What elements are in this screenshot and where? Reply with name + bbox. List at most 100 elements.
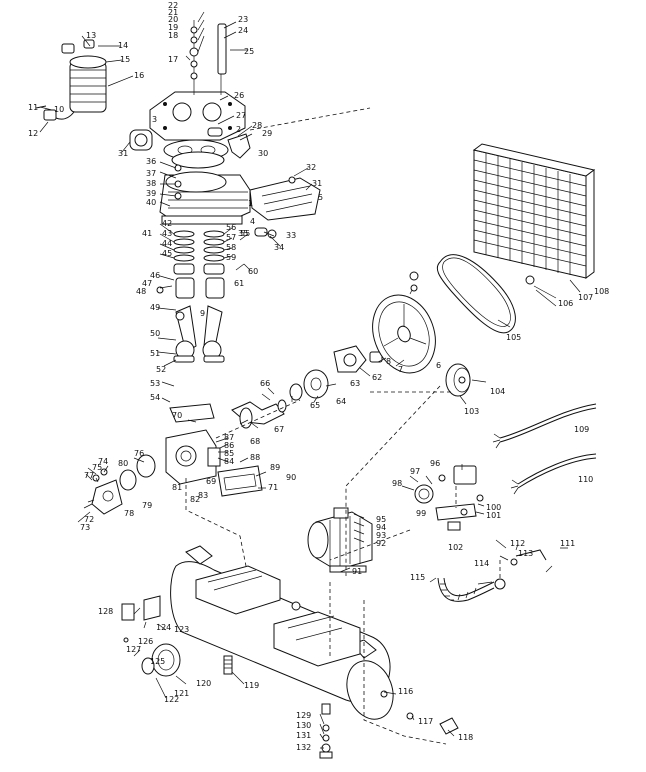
callout-107: 107 [578,293,593,302]
callout-116: 116 [398,687,413,696]
callout-23: 23 [238,15,248,24]
callout-39: 39 [146,189,156,198]
callout-123: 123 [174,625,189,634]
callout-66: 66 [260,379,270,388]
callout-26: 26 [234,91,244,100]
callout-118: 118 [458,733,473,742]
callout-30: 30 [258,149,268,158]
callout-62: 62 [372,373,382,382]
callout-72: 72 [84,515,94,524]
callout-11: 11 [28,103,38,112]
callout-21: 21 [168,8,178,17]
callout-126: 126 [138,637,153,646]
callout-61: 61 [234,279,244,288]
callout-45: 45 [162,249,172,258]
gasket-plate [217,465,263,497]
callout-60: 60 [248,267,258,276]
callout-31a: 31 [118,149,128,158]
callout-24: 24 [238,26,248,35]
callout-97: 97 [410,467,420,476]
cable-hose-109 [492,403,597,449]
cable-hose-110 [510,453,597,495]
callout-13: 13 [86,31,96,40]
callout-51: 51 [150,349,160,358]
callout-2: 2 [236,125,241,134]
callout-53: 53 [150,379,160,388]
callout-93: 93 [376,531,386,540]
callout-120: 120 [196,679,211,688]
callout-33: 33 [286,231,296,240]
callout-42: 42 [162,219,172,228]
callout-54: 54 [150,393,160,402]
callout-15: 15 [120,55,130,64]
callout-128: 128 [98,607,113,616]
callout-75: 75 [92,463,102,472]
callout-34: 34 [274,243,284,252]
callout-110: 110 [578,475,593,484]
callout-86: 86 [224,441,234,450]
callout-50: 50 [150,329,160,338]
callout-20: 20 [168,15,178,24]
foot-bracket [121,595,161,643]
callout-36: 36 [146,157,156,166]
callout-76: 76 [134,449,144,458]
callout-119: 119 [244,681,259,690]
callout-111: 111 [560,539,575,548]
callout-14: 14 [118,41,128,50]
crankshaft [231,345,390,429]
electric-motor [307,507,373,573]
callout-108: 108 [594,287,609,296]
callout-4: 4 [250,217,255,226]
callout-35: 35 [238,229,248,238]
callout-83: 83 [198,491,208,500]
callout-16: 16 [134,71,144,80]
callout-99: 99 [416,509,426,518]
crankcase-assembly [91,403,221,515]
callout-3: 3 [152,115,157,124]
callout-7: 7 [398,365,403,374]
callout-27: 27 [236,111,246,120]
callout-69: 69 [206,477,216,486]
callout-115: 115 [410,573,425,582]
callout-81: 81 [172,483,182,492]
callout-91: 91 [352,567,362,576]
callout-103: 103 [464,407,479,416]
callout-77: 77 [84,471,94,480]
callout-31b: 31 [312,179,322,188]
flywheel [372,271,436,374]
motor-platforms [195,565,361,667]
drive-belt [436,254,516,334]
callout-8: 8 [386,357,391,366]
callout-104: 104 [490,387,505,396]
callout-55: 55 [240,229,250,238]
callout-80: 80 [118,459,128,468]
callout-78: 78 [124,509,134,518]
callout-82: 82 [190,495,200,504]
callout-109: 109 [574,425,589,434]
callout-52: 52 [156,365,166,374]
callout-64: 64 [336,397,346,406]
callout-96: 96 [430,459,440,468]
callout-129: 129 [296,711,311,720]
callout-79: 79 [142,501,152,510]
callout-95: 95 [376,515,386,524]
callout-6: 6 [436,361,441,370]
callout-9: 9 [200,309,205,318]
callout-130: 130 [296,721,311,730]
aftercooler-assembly [35,39,107,121]
callout-73: 73 [80,523,90,532]
callout-5: 5 [318,193,323,202]
callout-101: 101 [486,511,501,520]
assembly-guide-lines [185,107,501,745]
callout-63: 63 [350,379,360,388]
callout-132: 132 [296,743,311,752]
callout-131: 131 [296,731,311,740]
pressure-switch-group [414,465,484,531]
callout-57: 57 [226,233,236,242]
callout-65: 65 [310,401,320,410]
callout-102: 102 [448,543,463,552]
callout-85: 85 [224,449,234,458]
callout-59: 59 [226,253,236,262]
